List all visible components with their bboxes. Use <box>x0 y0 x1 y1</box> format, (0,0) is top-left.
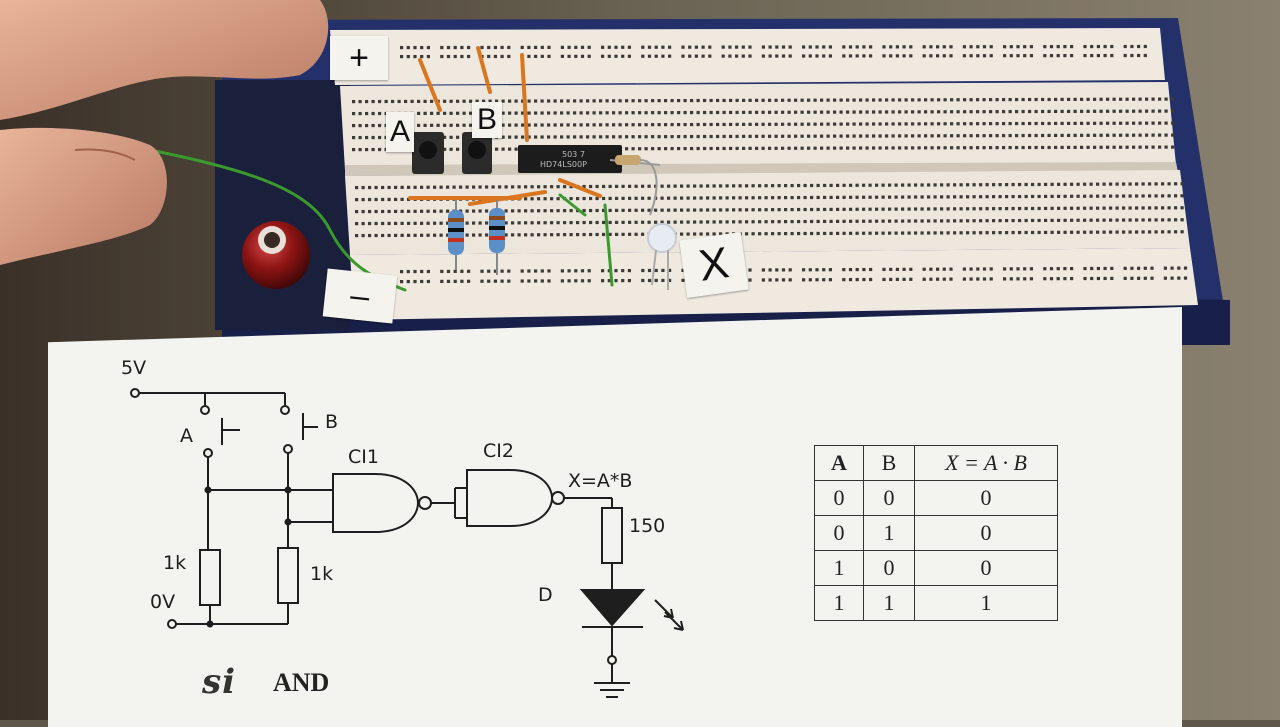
cell-a: 0 <box>814 515 864 551</box>
pushbutton-b-cap <box>468 141 486 159</box>
resistor-b-symbol <box>277 547 299 604</box>
cell-b: 0 <box>863 480 915 516</box>
cell-x: 0 <box>914 515 1058 551</box>
ic-chip-line2: HD74LS00P <box>540 160 587 169</box>
gate1-bubble <box>418 496 432 510</box>
switch-b-symbol <box>302 413 318 440</box>
led-resistor-symbol <box>601 507 623 564</box>
ground-symbol <box>594 682 630 698</box>
supply-label: 5V <box>121 357 147 379</box>
resistor-2 <box>489 200 505 275</box>
table-row: 0 0 0 <box>814 480 1058 516</box>
table-row: 1 0 0 <box>814 550 1058 586</box>
resistor-1 <box>448 200 464 270</box>
table-row: 0 1 0 <box>814 515 1058 551</box>
resistor-b-label: 1k <box>310 563 334 585</box>
binding-post-hole <box>264 232 280 248</box>
output-label: X=A*B <box>568 470 633 492</box>
cell-b: 1 <box>863 585 915 621</box>
header-a: A <box>814 445 864 481</box>
switch-a-symbol <box>221 418 240 445</box>
cell-x: 0 <box>914 480 1058 516</box>
cell-x: 0 <box>914 550 1058 586</box>
switch-b-label: B <box>325 411 339 433</box>
ground-terminal <box>167 619 177 629</box>
top-power-rail <box>330 28 1165 85</box>
resistor-a-label: 1k <box>163 552 187 574</box>
led-resistor-label: 150 <box>629 515 666 537</box>
bottom-power-rail <box>350 248 1198 320</box>
ic-chip-body <box>518 145 622 173</box>
led <box>647 223 677 253</box>
pushbutton-a-cap <box>419 141 437 159</box>
led-label: D <box>538 584 553 606</box>
resistor-a-symbol <box>199 549 221 606</box>
cell-a: 1 <box>814 585 864 621</box>
led-diode-symbol <box>579 589 646 627</box>
gate2-label: CI2 <box>483 440 514 462</box>
hand <box>0 0 329 266</box>
truth-table-header-row: A B X = A · B <box>814 445 1058 481</box>
gate2-bubble <box>551 491 565 505</box>
cell-b: 1 <box>863 515 915 551</box>
gate1-label: CI1 <box>348 446 379 468</box>
page-title: AND <box>273 668 330 697</box>
gate2-nand <box>466 469 554 527</box>
label-b: B <box>472 102 502 138</box>
gate1-nand <box>332 473 420 533</box>
light-arrows <box>654 599 684 631</box>
truth-table: A B X = A · B 0 0 0 0 1 0 1 0 0 1 1 1 <box>814 445 1058 621</box>
brand-logo-si: si <box>202 662 237 702</box>
resistor-3 <box>609 155 661 216</box>
header-x: X = A · B <box>914 445 1058 481</box>
ic-chip-line1: 503 7 <box>562 150 585 159</box>
ground-label: 0V <box>150 591 176 613</box>
orange-wires <box>408 46 602 206</box>
plus-label: + <box>330 36 388 80</box>
cell-x: 1 <box>914 585 1058 621</box>
label-a: A <box>386 112 414 152</box>
cell-b: 0 <box>863 550 915 586</box>
supply-terminal <box>130 388 140 398</box>
header-b: B <box>863 445 915 481</box>
switch-a-label: A <box>180 425 193 447</box>
cell-a: 0 <box>814 480 864 516</box>
lower-terminal-strip <box>345 170 1190 255</box>
cell-a: 1 <box>814 550 864 586</box>
table-row: 1 1 1 <box>814 585 1058 621</box>
